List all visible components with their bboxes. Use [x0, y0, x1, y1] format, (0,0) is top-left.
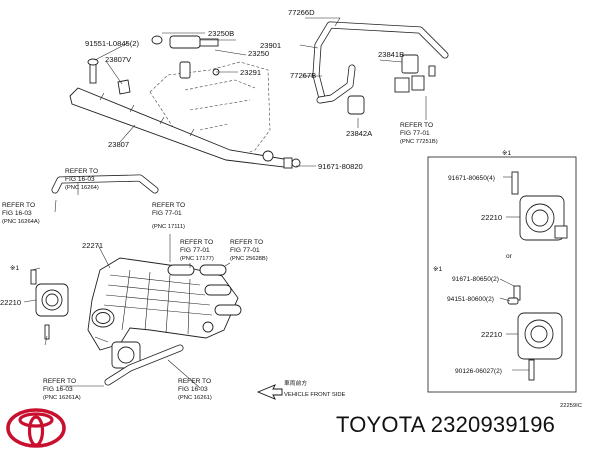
callout-23250B: 23250B [208, 29, 234, 38]
vehicle-front-arrow [256, 384, 283, 400]
svg-text:(PNC 77251B): (PNC 77251B) [400, 139, 438, 145]
part-callouts: 23250B 23250 91551-L0845(2) 23807V 23291… [0, 8, 582, 409]
vacuum-hose-assembly [299, 17, 449, 128]
svg-text:REFER TO: REFER TO [400, 122, 433, 129]
note-mark-left: ※1 [10, 265, 20, 272]
callout-22210-lower: 22210 [481, 330, 502, 339]
refer-17111: REFER TO FIG 77-01 (PNC 17111) [152, 202, 185, 230]
svg-text:REFER TO: REFER TO [180, 239, 213, 246]
brand-part-number: TOYOTA 2320939196 [336, 412, 556, 437]
callout-23841B: 23841B [378, 50, 404, 59]
refer-17177: REFER TO FIG 77-01 (PNC 17177) [180, 239, 214, 262]
vehicle-front-jp: 車両前方 [284, 379, 307, 387]
svg-text:FIG 16-03: FIG 16-03 [43, 386, 73, 393]
refer-to-notes: REFER TO FIG 77-01 (PNC 77251B) REFER TO… [2, 122, 438, 401]
refer-16261A: REFER TO FIG 16-03 (PNC 16261A) [43, 378, 81, 401]
callout-91671-80820: 91671-80820 [318, 162, 363, 171]
callout-22271: 22271 [82, 241, 103, 250]
svg-text:(PNC 16264A): (PNC 16264A) [2, 219, 40, 225]
throttle-body-options-box [427, 156, 577, 393]
callout-23250: 23250 [248, 49, 269, 58]
note-mark-box: ※1 [502, 150, 512, 157]
callout-23807: 23807 [108, 140, 129, 149]
svg-text:FIG 77-01: FIG 77-01 [230, 247, 260, 254]
callout-22210-left: 22210 [0, 298, 21, 307]
callout-91551: 91551-L0845(2) [85, 39, 140, 48]
svg-text:REFER TO: REFER TO [178, 378, 211, 385]
refer-25628B: REFER TO FIG 77-01 (PNC 25628B) [230, 239, 268, 262]
svg-text:REFER TO: REFER TO [2, 202, 35, 209]
callout-23842A: 23842A [346, 129, 373, 138]
svg-text:(PNC 17177): (PNC 17177) [180, 256, 214, 262]
callout-77266D: 77266D [288, 8, 315, 17]
note-mark-box-2: ※1 [433, 266, 443, 273]
intake-manifold-assembly [23, 174, 242, 389]
svg-text:(PNC 25628B): (PNC 25628B) [230, 256, 268, 262]
refer-16264A: REFER TO FIG 16-03 (PNC 16264A) [2, 202, 40, 225]
callout-23901: 23901 [260, 41, 281, 50]
svg-text:REFER TO: REFER TO [65, 168, 98, 175]
toyota-logo-icon [6, 408, 66, 448]
callout-90126-06027-2: 90126-06027(2) [455, 368, 502, 375]
svg-text:REFER TO: REFER TO [230, 239, 263, 246]
callout-23807V: 23807V [105, 55, 132, 64]
fuel-delivery-pipe-assembly [69, 32, 316, 169]
svg-text:(PNC 16261A): (PNC 16261A) [43, 395, 81, 401]
svg-text:FIG 77-01: FIG 77-01 [180, 247, 210, 254]
svg-text:(PNC 17111): (PNC 17111) [152, 224, 185, 230]
vehicle-front-en: VEHICLE FRONT SIDE [284, 392, 346, 398]
callout-91671-80650-2: 91671-80650(2) [452, 276, 499, 283]
callout-22210-upper: 22210 [481, 213, 502, 222]
svg-text:REFER TO: REFER TO [43, 378, 76, 385]
svg-text:FIG 77-01: FIG 77-01 [152, 210, 182, 217]
svg-text:FIG 16-03: FIG 16-03 [2, 210, 32, 217]
or-text: or [506, 253, 513, 260]
callout-23291: 23291 [240, 68, 261, 77]
svg-text:(PNC 16261): (PNC 16261) [178, 395, 212, 401]
callout-77267B: 77267B [290, 71, 316, 80]
svg-text:(PNC 16264): (PNC 16264) [65, 185, 99, 191]
callout-94151-80600-2: 94151-80600(2) [447, 296, 494, 303]
svg-text:FIG 77-01: FIG 77-01 [400, 130, 430, 137]
svg-text:REFER TO: REFER TO [152, 202, 185, 209]
refer-77251B: REFER TO FIG 77-01 (PNC 77251B) [400, 122, 438, 145]
callout-91671-80650-4: 91671-80650(4) [448, 175, 495, 182]
refer-16264: REFER TO FIG 16-03 (PNC 16264) [65, 168, 99, 191]
svg-text:FIG 16-03: FIG 16-03 [178, 386, 208, 393]
diagram-id: 22259IC [560, 403, 582, 409]
svg-text:FIG 16-03: FIG 16-03 [65, 176, 95, 183]
refer-16261: REFER TO FIG 16-03 (PNC 16261) [178, 378, 212, 401]
